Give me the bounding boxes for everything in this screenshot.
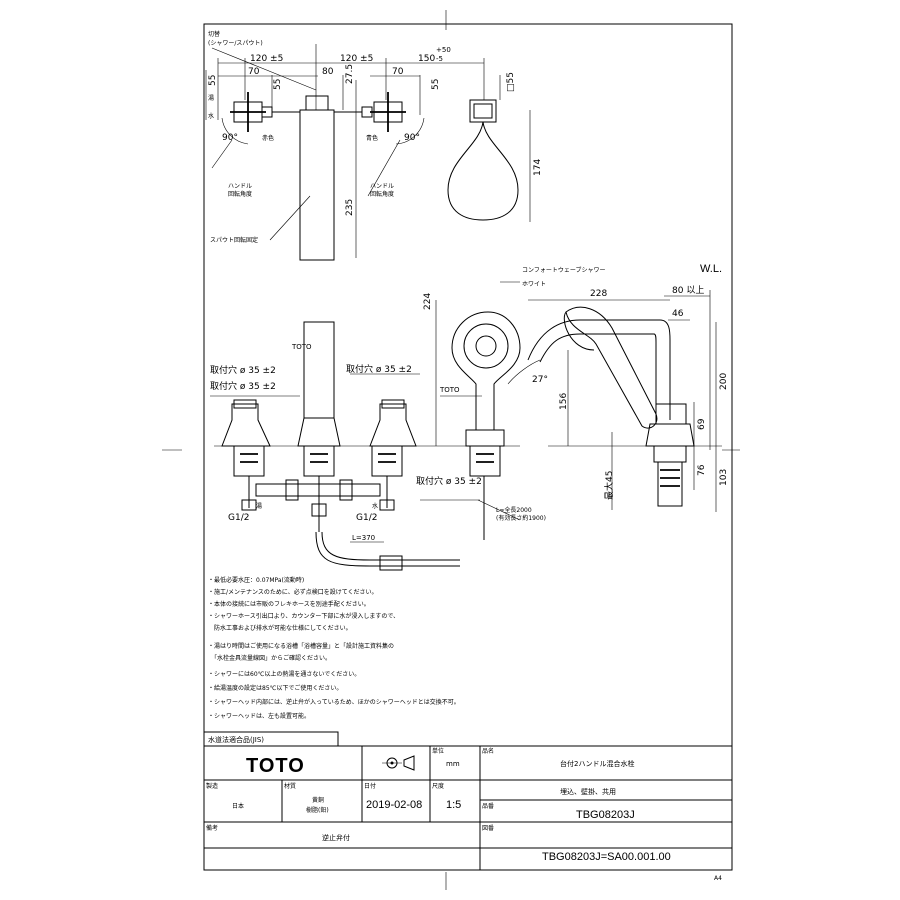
dim-70-right: 70 [392, 67, 404, 77]
dim-235: 235 [345, 199, 355, 216]
dim-120-left: 120 ±5 [250, 54, 283, 64]
note-line: 「水栓金具流量線図」からご確認ください。 [208, 654, 331, 662]
mount-hole-d: 取付穴 ø 35 ±2 [416, 475, 482, 487]
drawing-border [203, 23, 733, 871]
note-line: ・湯はり時間はご使用になる浴槽「浴槽容量」と「設計施工資料集の [208, 642, 394, 650]
angle-90-right: 90° [404, 133, 420, 143]
date-label: 日付 [364, 782, 376, 790]
product-name: 台付2ハンドル混合水栓 [560, 759, 634, 768]
material-label: 材質 [284, 782, 296, 790]
jis-label: 水道法適合品(JIS) [208, 735, 264, 744]
drawing-number: TBG08203J=SA00.001.00 [542, 851, 671, 863]
mount-hole-a: 取付穴 ø 35 ±2 [210, 364, 276, 376]
scale-label: 尺度 [432, 782, 444, 790]
cold-pipe-label: 水 [372, 502, 378, 510]
dim-150-tol-minus: -5 [436, 55, 443, 63]
paper-size: A4 [714, 875, 722, 882]
note-line: ・シャワーホース引出口より、カウンター下部に水が浸入しますので、 [208, 612, 399, 620]
note-line: ・シャワーには60℃以上の熱湯を通さないでください。 [208, 670, 360, 678]
model-label: 品番 [482, 803, 494, 810]
dim-46: 46 [672, 309, 684, 319]
top-view [205, 44, 531, 261]
projection-cone-icon [403, 755, 415, 771]
maker-value: 日本 [232, 802, 244, 810]
scale-value: 1:5 [446, 799, 461, 811]
hose-length-effective: (有効長さ約1900) [496, 514, 546, 522]
handle-label-left: ハンドル [228, 183, 252, 190]
dim-70-left: 70 [248, 67, 260, 77]
model-value: TBG08203J [576, 809, 635, 821]
title-block [203, 731, 732, 870]
angle-27: 27° [532, 375, 548, 385]
product-subname: 埋込、壁掛、共用 [560, 787, 616, 796]
dim-174: 174 [533, 159, 543, 176]
mount-hole-b: 取付穴 ø 35 ±2 [210, 380, 276, 392]
dim-55-a: 55 [208, 75, 218, 86]
material-value-2: 樹脂(鉛) [306, 806, 329, 814]
dim-80: 80 [322, 67, 334, 77]
red-label: 赤色 [262, 134, 274, 142]
hose-length-2000: L=全長2000 [496, 506, 532, 514]
dim-200: 200 [719, 373, 729, 390]
switch-label: 切替 [208, 30, 220, 38]
handle-label-left-sub: 回転角度 [228, 190, 252, 198]
notes: ・最低必要水圧：0.07MPa(流動時) ・施工/メンテナンスのために、必ず点検… [208, 576, 460, 720]
dim-150-tol-plus: +50 [436, 46, 451, 54]
spout-fixed-label: スパウト回転固定 [210, 236, 258, 244]
date-value: 2019-02-08 [366, 799, 422, 811]
material-value-1: 黄銅 [312, 796, 324, 804]
note-line: ・給湯温度の設定は85℃以下でご使用ください。 [208, 684, 342, 692]
remarks-value: 逆止弁付 [322, 833, 350, 842]
water-level: W.L. [700, 263, 722, 275]
dim-80-min: 80 以上 [672, 285, 704, 296]
dim-228: 228 [590, 289, 607, 299]
hot-pipe-label: 湯 [256, 502, 262, 510]
front-view [210, 300, 521, 571]
name-label: 品名 [482, 747, 494, 755]
dim-27-5: 27.5 [345, 64, 355, 84]
dim-55-b: 55 [273, 79, 283, 90]
toto-spout-mark: TOTO [291, 343, 312, 351]
cold-mark: 水 [208, 112, 214, 120]
note-line: ・本体の接続には市販のフレキホースを別途手配ください。 [208, 600, 370, 608]
unit-value: mm [446, 760, 460, 768]
blue-label: 青色 [366, 134, 378, 142]
dim-76: 76 [697, 464, 707, 476]
hot-mark: 湯 [208, 94, 214, 102]
note-line: ・シャワーヘッド内部には、逆止弁が入っているため、ほかのシャワーヘッドとは交換不… [208, 698, 460, 706]
remarks-label: 備考 [206, 824, 218, 832]
shower-color: ホワイト [522, 281, 546, 288]
mount-hole-c: 取付穴 ø 35 ±2 [346, 363, 412, 375]
shower-name: コンフォートウェーブシャワー [522, 266, 605, 274]
drawing-number-label: 図番 [482, 825, 494, 832]
dim-150: 150 [418, 54, 435, 64]
dim-156: 156 [559, 393, 569, 410]
unit-label: 単位 [432, 747, 444, 755]
note-line: ・施工/メンテナンスのために、必ず点検口を設けてください。 [208, 588, 378, 596]
handle-label-right-sub: 回転角度 [370, 190, 394, 198]
note-line: ・シャワーヘッドは、左も設置可能。 [208, 712, 310, 720]
toto-shower-mark: TOTO [439, 386, 460, 394]
maker-label: 製造 [206, 782, 218, 790]
hose-length-370: L=370 [352, 534, 375, 542]
switch-label-sub: (シャワー/スパウト) [208, 39, 263, 47]
handle-label-right: ハンドル [370, 183, 394, 190]
g12-left: G1/2 [228, 513, 249, 523]
dim-103: 103 [719, 469, 729, 486]
g12-right: G1/2 [356, 513, 377, 523]
dim-max-45: 最大45 [603, 471, 615, 500]
dim-55-c: 55 [431, 79, 441, 90]
angle-90-left: 90° [222, 133, 238, 143]
dim-sq55: □55 [506, 72, 516, 92]
note-line: ・最低必要水圧：0.07MPa(流動時) [208, 576, 304, 584]
dim-120-right: 120 ±5 [340, 54, 373, 64]
toto-logo: TOTO [246, 755, 305, 777]
note-line: 防水工事および排水が可能な仕様にしてください。 [208, 624, 352, 632]
dim-224: 224 [423, 293, 433, 310]
dim-69: 69 [697, 418, 707, 430]
side-view [500, 281, 722, 512]
